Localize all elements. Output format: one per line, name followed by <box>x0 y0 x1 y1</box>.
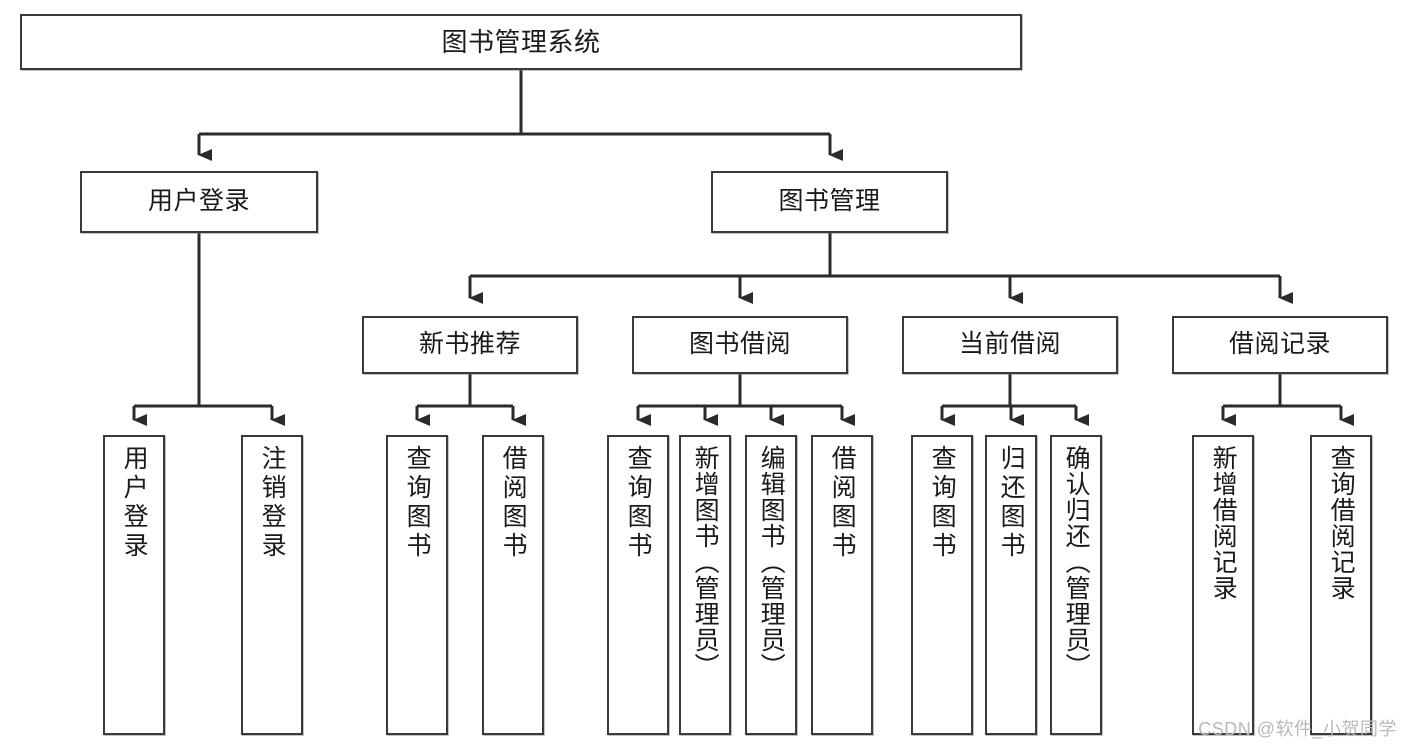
node-leaf-add-book-admin[interactable]: 新增图书（管理员） <box>679 435 731 735</box>
node-borrow-record-label: 借阅记录 <box>1228 330 1331 359</box>
node-leaf-query-book-cur-label: 查询图书 <box>928 445 957 561</box>
node-leaf-borrow-book-rec-label: 借阅图书 <box>499 445 528 561</box>
node-leaf-user-logout-label: 注销登录 <box>258 445 287 561</box>
node-current-borrow[interactable]: 当前借阅 <box>902 316 1118 374</box>
node-leaf-confirm-return-admin[interactable]: 确认归还（管理员） <box>1050 435 1102 735</box>
node-leaf-user-logout[interactable]: 注销登录 <box>241 435 303 735</box>
node-leaf-borrow-book-bor-label: 借阅图书 <box>828 445 857 561</box>
node-user-login-label: 用户登录 <box>147 187 250 216</box>
node-current-borrow-label: 当前借阅 <box>958 330 1061 359</box>
csdn-watermark: CSDN @软件_小贺同学 <box>1198 719 1397 739</box>
node-leaf-add-borrow-record[interactable]: 新增借阅记录 <box>1192 435 1254 735</box>
node-leaf-user-login-label: 用户登录 <box>120 445 149 561</box>
node-root[interactable]: 图书管理系统 <box>20 14 1022 70</box>
node-new-book-recommend[interactable]: 新书推荐 <box>362 316 578 374</box>
node-book-borrow-label: 图书借阅 <box>688 330 791 359</box>
node-user-login[interactable]: 用户登录 <box>80 171 318 233</box>
node-leaf-query-book-rec[interactable]: 查询图书 <box>386 435 448 735</box>
node-book-manage-label: 图书管理 <box>778 187 881 216</box>
node-leaf-confirm-return-admin-label: 确认归还（管理员） <box>1062 445 1091 679</box>
node-leaf-query-borrow-record-label: 查询借阅记录 <box>1327 445 1356 601</box>
node-leaf-user-login[interactable]: 用户登录 <box>103 435 165 735</box>
node-leaf-query-book-rec-label: 查询图书 <box>403 445 432 561</box>
node-leaf-edit-book-admin-label: 编辑图书（管理员） <box>757 445 786 679</box>
node-leaf-query-borrow-record[interactable]: 查询借阅记录 <box>1310 435 1372 735</box>
node-leaf-borrow-book-bor[interactable]: 借阅图书 <box>811 435 873 735</box>
node-leaf-query-book-bor-label: 查询图书 <box>624 445 653 561</box>
node-borrow-record[interactable]: 借阅记录 <box>1172 316 1388 374</box>
node-leaf-borrow-book-rec[interactable]: 借阅图书 <box>482 435 544 735</box>
node-book-borrow[interactable]: 图书借阅 <box>632 316 848 374</box>
node-root-label: 图书管理系统 <box>441 26 601 57</box>
node-leaf-add-book-admin-label: 新增图书（管理员） <box>691 445 720 679</box>
node-book-manage[interactable]: 图书管理 <box>711 171 948 233</box>
node-leaf-return-book-label: 归还图书 <box>997 445 1026 561</box>
node-leaf-edit-book-admin[interactable]: 编辑图书（管理员） <box>745 435 797 735</box>
node-leaf-return-book[interactable]: 归还图书 <box>985 435 1037 735</box>
node-leaf-query-book-cur[interactable]: 查询图书 <box>911 435 973 735</box>
node-leaf-add-borrow-record-label: 新增借阅记录 <box>1209 445 1238 601</box>
node-new-book-recommend-label: 新书推荐 <box>418 330 521 359</box>
node-leaf-query-book-bor[interactable]: 查询图书 <box>607 435 669 735</box>
